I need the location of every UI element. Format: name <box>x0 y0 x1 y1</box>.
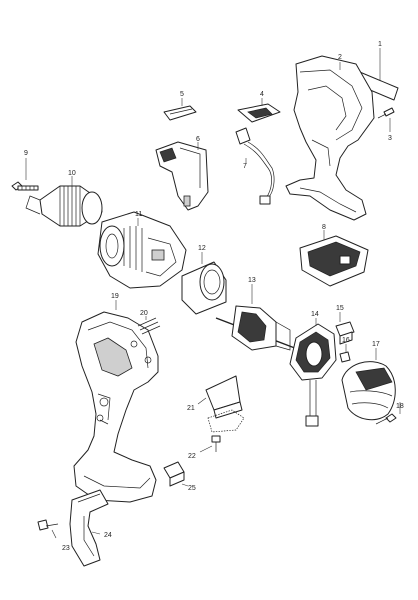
part-10-drill-chuck <box>25 176 103 227</box>
part-20-spring <box>137 316 161 335</box>
part-3-screw <box>377 107 395 132</box>
part-label-18: 18 <box>396 403 404 410</box>
part-8-controller <box>299 230 369 287</box>
part-label-12: 12 <box>198 245 206 252</box>
part-12-yoke <box>181 252 227 315</box>
part-25-hook-holder <box>163 461 189 487</box>
part-11-gear-assembly <box>97 211 187 289</box>
part-label-24: 24 <box>104 532 112 539</box>
part-label-14: 14 <box>311 311 319 318</box>
part-13-rotor <box>215 284 301 351</box>
part-16-cap <box>339 344 351 363</box>
part-number-labels: 1 2 3 4 5 6 7 8 9 10 11 12 13 14 15 16 1… <box>24 41 404 552</box>
part-label-3: 3 <box>388 135 392 142</box>
part-2-housing-right <box>285 55 375 221</box>
part-15-magnet <box>335 312 355 345</box>
part-label-4: 4 <box>260 91 264 98</box>
part-label-17: 17 <box>372 341 380 348</box>
part-label-21: 21 <box>187 405 195 412</box>
part-label-5: 5 <box>180 91 184 98</box>
part-label-9: 9 <box>24 150 28 157</box>
part-23-screw <box>37 519 59 539</box>
part-label-6: 6 <box>196 136 200 143</box>
part-label-16: 16 <box>342 337 350 344</box>
part-7-lead-wire <box>235 127 275 205</box>
part-label-7: 7 <box>243 163 247 170</box>
part-label-2: 2 <box>338 54 342 61</box>
part-17-rear-cover <box>341 348 396 421</box>
part-6-switch <box>155 141 209 211</box>
part-label-10: 10 <box>68 170 76 177</box>
part-label-19: 19 <box>111 293 119 300</box>
part-24-belt-hook <box>69 489 109 567</box>
part-label-25: 25 <box>188 485 196 492</box>
part-19-housing-left <box>73 300 159 503</box>
part-label-23: 23 <box>62 545 70 552</box>
part-14-sensor-board <box>289 318 337 427</box>
part-label-22: 22 <box>188 453 196 460</box>
part-label-1: 1 <box>378 41 382 48</box>
part-label-20: 20 <box>140 310 148 317</box>
part-label-11: 11 <box>135 211 142 218</box>
part-18-screw <box>375 402 401 425</box>
part-label-8: 8 <box>322 224 326 231</box>
part-label-15: 15 <box>336 305 344 312</box>
part-label-13: 13 <box>248 277 256 284</box>
part-22-screw <box>199 435 221 453</box>
part-9-screw <box>11 158 39 191</box>
part-4-switch-cover <box>237 98 281 123</box>
part-21-bracket <box>197 375 245 433</box>
part-5-slider <box>163 98 197 121</box>
